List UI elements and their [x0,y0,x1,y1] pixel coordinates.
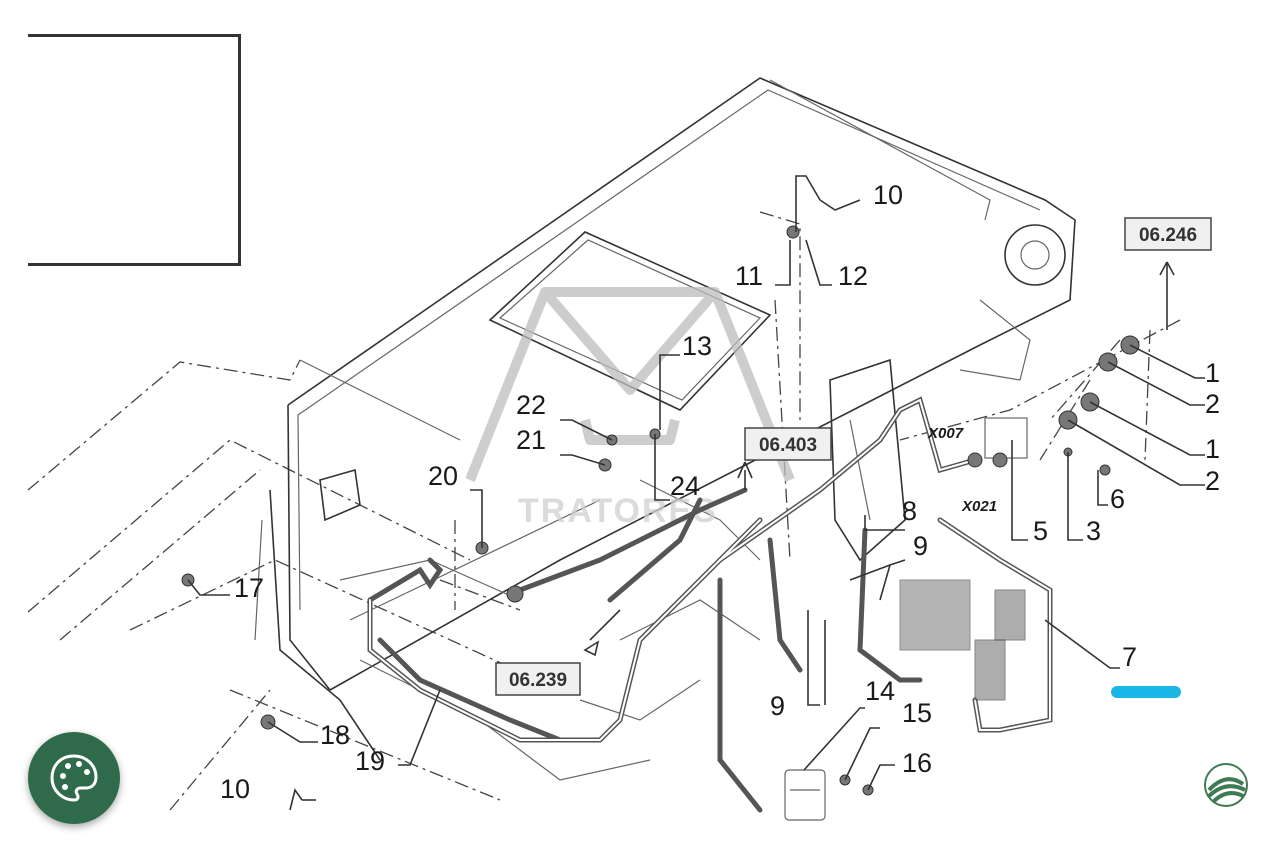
callout-2: 2 [1205,466,1220,496]
callout-22: 22 [516,390,546,420]
callout-21: 21 [516,425,546,455]
callout-7: 7 [1122,642,1137,672]
connector-tag-x021: X021 [961,498,997,515]
callout-5: 5 [1033,516,1048,546]
callout-2: 2 [1205,389,1220,419]
hydraulic-hoses [367,396,1053,813]
reference-box-06-403[interactable]: 06.403 [744,427,832,461]
callout-13: 13 [682,331,712,361]
callout-9: 9 [770,691,785,721]
callout-1: 1 [1205,434,1220,464]
callout-17: 17 [234,573,264,603]
callout-11: 11 [735,261,763,291]
leader-lines [187,199,1205,801]
callout-18: 18 [320,720,350,750]
callout-20: 20 [428,461,458,491]
watermark-text: TRATORES [518,492,718,530]
callout-24: 24 [670,471,700,501]
callout-16: 16 [902,748,932,778]
palette-icon [50,754,98,802]
reference-box-06-246[interactable]: 06.246 [1124,217,1212,251]
reference-label: 06.403 [759,435,817,456]
frame-border [28,34,241,266]
callout-14: 14 [865,676,895,706]
callout-1: 1 [1205,358,1220,388]
callout-6: 6 [1110,484,1125,514]
watermark-logo: TRATORES [465,287,795,530]
callout-10: 10 [873,180,903,210]
callout-9: 9 [913,531,928,561]
reference-label: 06.239 [509,670,567,691]
callout-12: 12 [838,261,868,291]
reference-label: 06.246 [1139,225,1197,246]
reference-box-06-239[interactable]: 06.239 [495,662,581,696]
connector-tag-x007: X007 [927,425,964,442]
palette-button[interactable] [28,732,120,824]
callout-10: 10 [220,774,250,804]
valve-block [899,417,1028,701]
callout-3: 3 [1086,516,1101,546]
brand-logo-icon [1204,763,1248,807]
highlight-marker [1111,686,1181,698]
callout-19: 19 [355,746,385,776]
callout-15: 15 [902,698,932,728]
callout-numbers: 1 2 1 2 6 5 3 7 8 9 9 10 10 11 12 13 14 … [220,180,1220,804]
machine-frame [254,77,1076,781]
callout-8: 8 [902,496,917,526]
